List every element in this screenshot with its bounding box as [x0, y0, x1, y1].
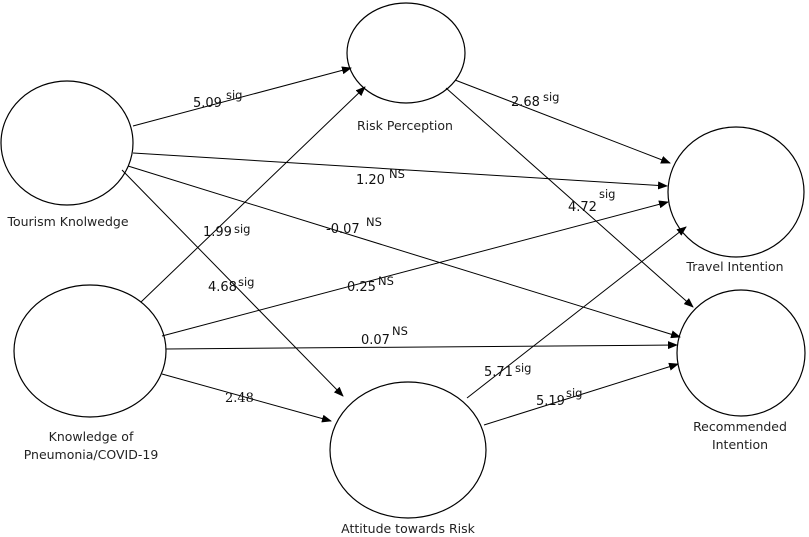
node-travel-intention: [667, 126, 805, 258]
coef-tk-ar: 4.68: [208, 280, 237, 295]
sig-tk-ar: sig: [238, 275, 255, 289]
path-kc-rp: [140, 86, 366, 303]
node-knowledge-covid: [13, 284, 167, 418]
path-tk-ri: [127, 165, 681, 339]
label-recommended-1: Recommended: [693, 419, 787, 434]
path-kc-ri: [165, 341, 678, 350]
sig-tk-ri: NS: [366, 215, 382, 229]
coef-ar-ri: 5.19: [536, 394, 565, 409]
sig-rp-ri: sig: [599, 187, 616, 201]
coef-tk-ri: -0.07: [326, 222, 360, 237]
sig-kc-rp: sig: [234, 222, 251, 236]
coef-rp-ri: 4.72: [568, 200, 597, 215]
coef-kc-rp: 1.99: [203, 225, 232, 240]
sig-tk-rp: sig: [226, 88, 243, 102]
path-rp-ti: [454, 79, 671, 164]
sig-kc-ti: NS: [378, 274, 394, 288]
sig-kc-ri: NS: [392, 324, 408, 338]
coef-tk-rp: 5.09: [193, 96, 222, 111]
coef-kc-ti: 0.25: [347, 280, 376, 295]
coef-ar-ti: 5.71: [484, 365, 513, 380]
sig-ar-ri: sig: [566, 386, 583, 400]
coef-kc-ar: 2.48: [225, 391, 254, 406]
node-risk-perception: [346, 2, 466, 104]
path-kc-ti: [161, 200, 669, 337]
label-recommended-2: Intention: [712, 437, 768, 452]
path-kc-ar: [161, 373, 332, 423]
label-knowledge-covid-1: Knowledge of: [49, 429, 134, 444]
path-ar-ti: [466, 226, 687, 399]
node-tourism-knowledge: [0, 80, 134, 206]
label-travel-intention: Travel Intention: [685, 259, 783, 274]
node-attitude-risk: [329, 381, 487, 519]
path-tk-rp: [132, 66, 352, 127]
path-ar-ri: [483, 362, 679, 426]
coef-rp-ti: 2.68: [511, 95, 540, 110]
coef-kc-ri: 0.07: [361, 333, 390, 348]
sig-tk-ti: NS: [389, 167, 405, 181]
path-tk-ti: [132, 152, 668, 190]
path-tk-ar: [121, 169, 344, 397]
path-rp-ri: [445, 87, 694, 308]
sig-rp-ti: sig: [543, 90, 560, 104]
label-risk-perception: Risk Perception: [357, 118, 453, 133]
label-tourism-knowledge: Tourism Knolwedge: [6, 214, 128, 229]
label-knowledge-covid-2: Pneumonia/COVID-19: [24, 447, 159, 462]
sig-ar-ti: sig: [515, 361, 532, 375]
coef-tk-ti: 1.20: [356, 173, 385, 188]
label-attitude-risk: Attitude towards Risk: [341, 521, 475, 536]
node-recommended-intention: [676, 289, 806, 417]
